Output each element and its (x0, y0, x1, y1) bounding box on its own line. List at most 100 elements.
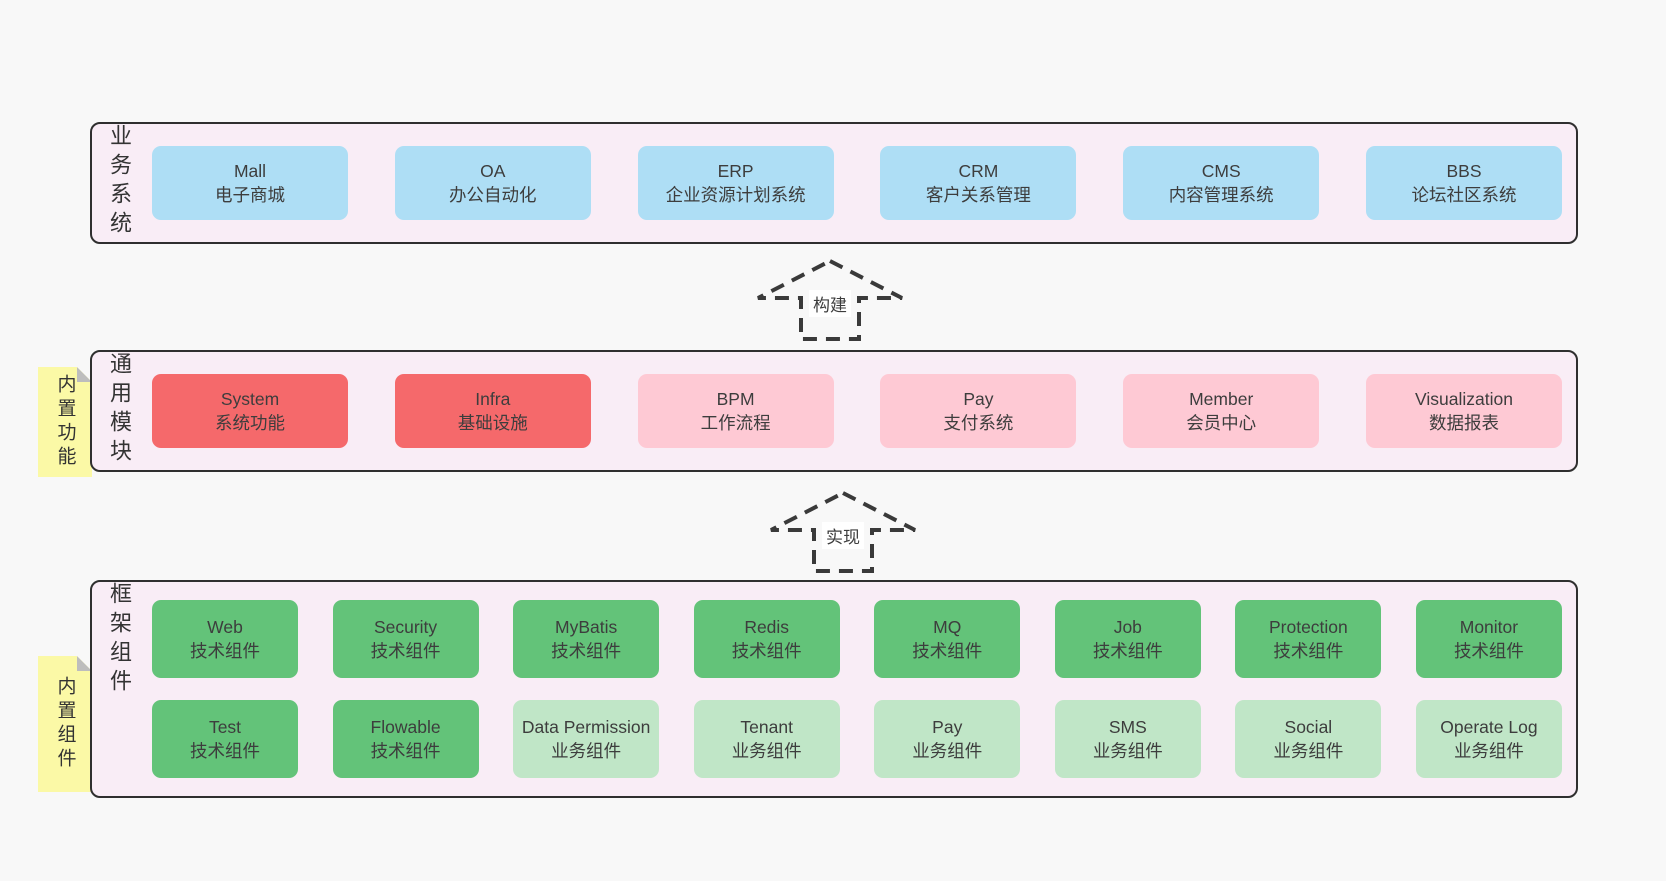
band-content: Web 技术组件 Security 技术组件 MyBatis 技术组件 Redi… (152, 582, 1562, 796)
node-bbs: BBS 论坛社区系统 (1365, 146, 1562, 220)
node-title: System (220, 388, 280, 409)
node-system: System 系统功能 (152, 374, 348, 448)
node-title: Protection (1268, 616, 1348, 637)
node-title: Pay (963, 388, 994, 409)
node-subtitle: 技术组件 (912, 641, 983, 661)
node-cms: CMS 内容管理系统 (1123, 146, 1320, 220)
node-pay-component: Pay 业务组件 (874, 700, 1021, 778)
sticky-note-built-in-features: 内置功能 (38, 367, 92, 477)
band-common-modules: 通用模块 System 系统功能 Infra 基础设施 BPM 工作流程 Pay… (90, 350, 1578, 472)
node-operate-log: Operate Log 业务组件 (1415, 700, 1562, 778)
node-title: Social (1284, 716, 1333, 737)
node-title: CRM (958, 160, 999, 181)
node-monitor: Monitor 技术组件 (1415, 600, 1562, 678)
node-subtitle: 技术组件 (190, 741, 260, 761)
node-subtitle: 技术组件 (370, 741, 441, 761)
node-subtitle: 会员中心 (1186, 413, 1257, 433)
band-label: 通用模块 (107, 352, 132, 468)
node-pay-system: Pay 支付系统 (880, 374, 1077, 448)
node-title: BPM (716, 388, 755, 409)
band-label: 业务系统 (107, 124, 132, 240)
node-title: MyBatis (555, 616, 618, 637)
component-row-2: Test 技术组件 Flowable 技术组件 Data Permission … (152, 700, 1562, 778)
sticky-note-built-in-components: 内置组件 (38, 656, 92, 792)
node-flowable: Flowable 技术组件 (332, 700, 479, 778)
node-member: Member 会员中心 (1123, 374, 1320, 448)
node-subtitle: 业务组件 (731, 741, 802, 761)
node-bpm: BPM 工作流程 (637, 374, 834, 448)
node-title: Monitor (1459, 616, 1519, 637)
node-redis: Redis 技术组件 (693, 600, 840, 678)
arrow-build: 构建 (755, 258, 905, 342)
node-subtitle: 工作流程 (700, 413, 771, 433)
node-oa: OA 办公自动化 (394, 146, 591, 220)
node-title: Visualization (1415, 388, 1513, 409)
node-subtitle: 内容管理系统 (1168, 185, 1274, 205)
node-job: Job 技术组件 (1054, 600, 1201, 678)
node-title: CMS (1201, 160, 1241, 181)
node-title: SMS (1108, 716, 1147, 737)
node-title: Infra (475, 388, 511, 409)
component-row-1: Web 技术组件 Security 技术组件 MyBatis 技术组件 Redi… (152, 600, 1562, 678)
node-title: BBS (1446, 160, 1482, 181)
node-subtitle: 客户关系管理 (925, 185, 1031, 205)
arrow-label: 实现 (822, 522, 864, 549)
node-sms: SMS 业务组件 (1054, 700, 1201, 778)
node-data-permission: Data Permission 业务组件 (513, 700, 660, 778)
sticky-note-label: 内置组件 (54, 676, 76, 772)
node-subtitle: 业务组件 (551, 741, 622, 761)
node-subtitle: 技术组件 (370, 641, 441, 661)
node-web: Web 技术组件 (152, 600, 298, 678)
node-title: OA (480, 160, 506, 181)
node-subtitle: 支付系统 (943, 413, 1014, 433)
node-subtitle: 系统功能 (215, 413, 285, 433)
node-title: Mall (233, 160, 267, 181)
up-arrow-icon (770, 490, 916, 573)
node-tenant: Tenant 业务组件 (693, 700, 840, 778)
node-erp: ERP 企业资源计划系统 (637, 146, 834, 220)
arrow-implement: 实现 (768, 490, 918, 574)
band-label: 框架组件 (107, 582, 132, 698)
node-title: Pay (932, 716, 963, 737)
node-subtitle: 技术组件 (1453, 641, 1524, 661)
node-title: ERP (717, 160, 754, 181)
node-subtitle: 技术组件 (551, 641, 622, 661)
node-subtitle: 技术组件 (190, 641, 260, 661)
node-title: Flowable (370, 716, 441, 737)
node-title: Redis (744, 616, 790, 637)
band-content: Mall 电子商城 OA 办公自动化 ERP 企业资源计划系统 CRM 客户关系… (152, 124, 1562, 242)
node-subtitle: 基础设施 (457, 413, 528, 433)
node-subtitle: 论坛社区系统 (1411, 185, 1517, 205)
node-test: Test 技术组件 (152, 700, 298, 778)
node-subtitle: 办公自动化 (449, 185, 537, 205)
node-title: Tenant (740, 716, 793, 737)
node-subtitle: 业务组件 (1092, 741, 1163, 761)
node-protection: Protection 技术组件 (1235, 600, 1382, 678)
node-social: Social 业务组件 (1235, 700, 1382, 778)
node-title: MQ (933, 616, 962, 637)
node-subtitle: 企业资源计划系统 (665, 185, 806, 205)
node-mall: Mall 电子商城 (152, 146, 348, 220)
arrow-label: 构建 (809, 290, 851, 317)
sticky-note-label: 内置功能 (54, 374, 76, 470)
node-subtitle: 业务组件 (1453, 741, 1524, 761)
node-mq: MQ 技术组件 (874, 600, 1021, 678)
node-title: Job (1113, 616, 1142, 637)
band-framework-components: 框架组件 Web 技术组件 Security 技术组件 MyBatis 技术组件… (90, 580, 1578, 798)
node-title: Test (208, 716, 242, 737)
node-title: Member (1189, 388, 1254, 409)
node-subtitle: 业务组件 (912, 741, 983, 761)
node-subtitle: 业务组件 (1273, 741, 1344, 761)
node-crm: CRM 客户关系管理 (880, 146, 1077, 220)
node-subtitle: 技术组件 (1273, 641, 1344, 661)
node-visualization: Visualization 数据报表 (1365, 374, 1562, 448)
node-title: Operate Log (1440, 716, 1538, 737)
node-infra: Infra 基础设施 (394, 374, 591, 448)
node-subtitle: 电子商城 (215, 185, 285, 205)
node-security: Security 技术组件 (332, 600, 479, 678)
up-arrow-icon (757, 258, 903, 341)
band-content: System 系统功能 Infra 基础设施 BPM 工作流程 Pay 支付系统… (152, 352, 1562, 470)
band-business-systems: 业务系统 Mall 电子商城 OA 办公自动化 ERP 企业资源计划系统 CRM… (90, 122, 1578, 244)
node-title: Security (373, 616, 438, 637)
